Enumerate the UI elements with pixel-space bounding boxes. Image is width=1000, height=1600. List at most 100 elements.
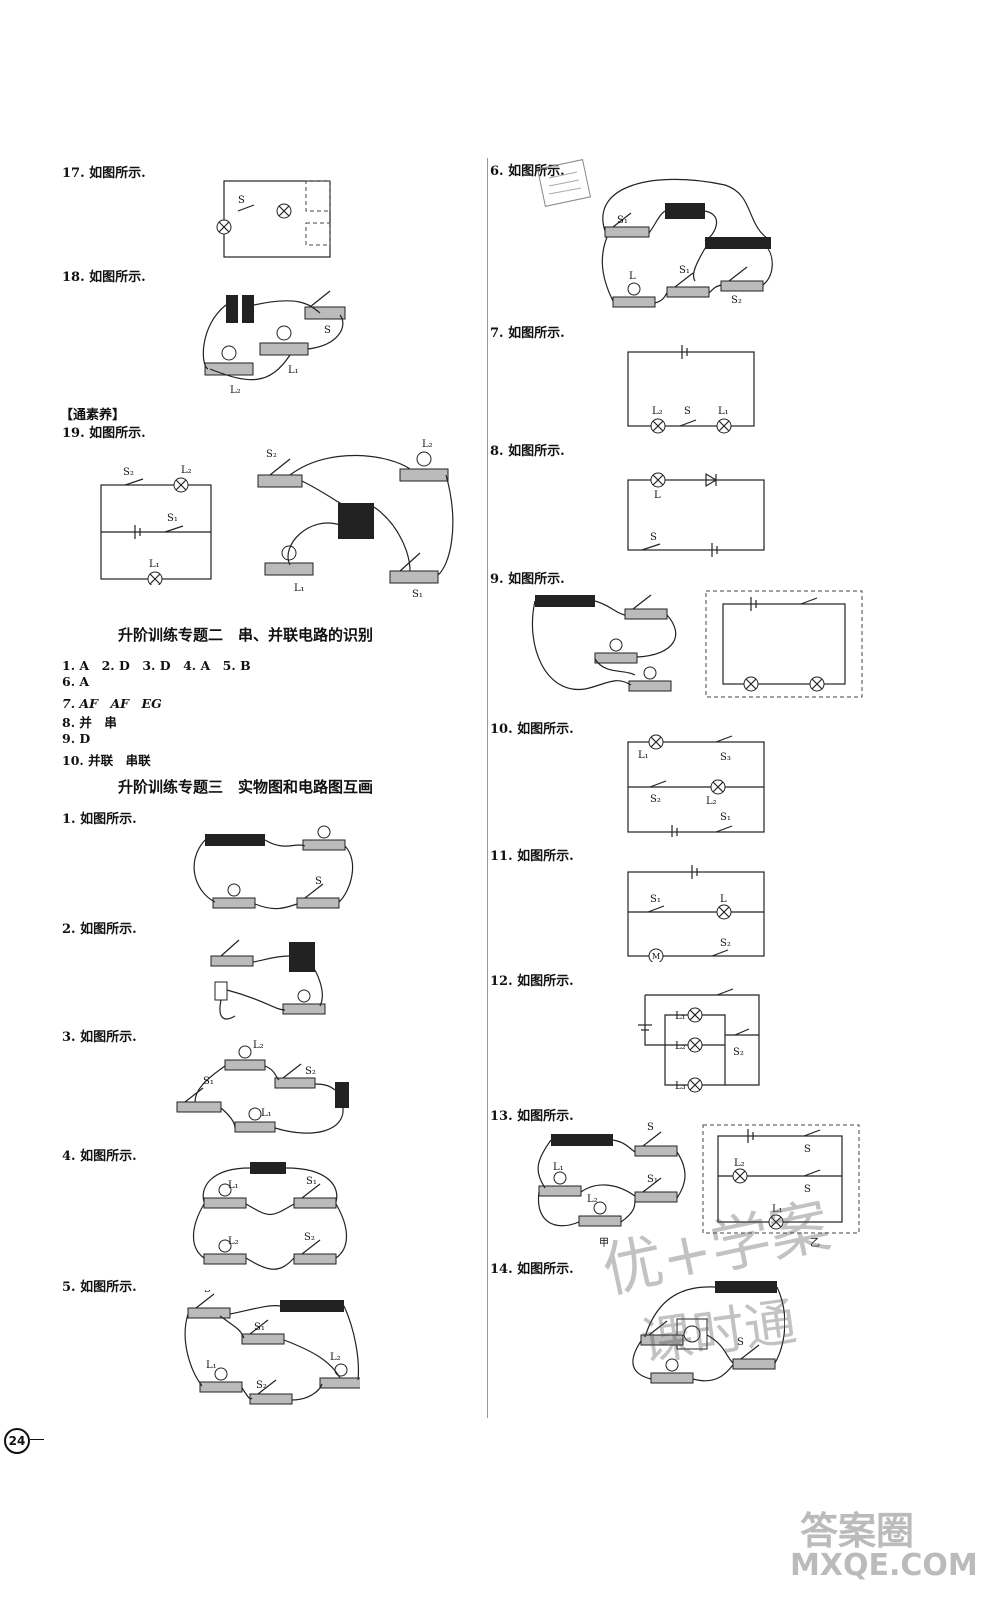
svg-text:L₂: L₂	[587, 1194, 598, 1205]
q11-label: 11. 如图所示.	[490, 849, 574, 864]
svg-text:S₂: S₂	[123, 467, 134, 478]
q5-physical-circuit: S S₁ L₁ L₂ S₂	[184, 1290, 360, 1405]
svg-text:S₁: S₁	[306, 1176, 317, 1187]
svg-text:S₂: S₂	[304, 1232, 315, 1243]
svg-text:S: S	[204, 1290, 211, 1295]
topic2-answer-line: 10. 并联 串联	[62, 753, 151, 768]
q9-circuit-diagram	[705, 590, 863, 698]
q12-circuit-diagram: L₁ L₂ L₃ S₂	[638, 988, 760, 1093]
q11-circuit-diagram: M S₁ L S₂	[627, 865, 765, 962]
svg-text:S: S	[647, 1122, 654, 1133]
stamp-seal	[536, 159, 592, 207]
svg-text:L₂: L₂	[652, 406, 663, 417]
svg-text:S: S	[324, 325, 331, 336]
q9-physical-circuit	[531, 594, 677, 692]
svg-text:S₁: S₁	[647, 1174, 658, 1185]
svg-text:L₂: L₂	[228, 1236, 239, 1247]
svg-text:S: S	[315, 876, 322, 887]
svg-text:S: S	[238, 195, 245, 206]
svg-text:S₂: S₂	[733, 1047, 744, 1058]
svg-text:S: S	[737, 1337, 744, 1348]
svg-text:L₂: L₂	[675, 1041, 686, 1052]
svg-text:S₁: S₁	[617, 215, 628, 226]
svg-text:S₂: S₂	[731, 295, 742, 306]
q9-label: 9. 如图所示.	[490, 572, 565, 587]
svg-text:S₃: S₃	[720, 752, 731, 763]
topic2-title: 升阶训练专题二 串、并联电路的识别	[118, 626, 374, 644]
svg-text:L₁: L₁	[772, 1204, 783, 1215]
page-number-rule	[30, 1439, 44, 1440]
svg-text:L₁: L₁	[288, 365, 299, 376]
q13-circuit-diagram: L₂ S S L₁ 乙	[702, 1124, 860, 1249]
column-divider	[487, 158, 488, 1418]
topic2-answer-line: 6. A	[62, 674, 90, 689]
q10-label: 10. 如图所示.	[490, 722, 574, 737]
svg-text:S₂: S₂	[266, 449, 277, 460]
svg-text:L₂: L₂	[422, 439, 433, 450]
svg-text:S₂: S₂	[256, 1380, 267, 1391]
svg-text:L₂: L₂	[181, 465, 192, 476]
section-tag: 【通素养】	[60, 408, 126, 423]
svg-text:L: L	[654, 490, 661, 501]
svg-text:L₁: L₁	[294, 583, 305, 594]
topic3-title: 升阶训练专题三 实物图和电路图互画	[118, 778, 374, 796]
svg-text:S₁: S₁	[720, 812, 731, 823]
q7-circuit-diagram: L₂ S L₁	[627, 345, 755, 434]
svg-text:M: M	[652, 952, 660, 961]
svg-text:L₂: L₂	[706, 796, 717, 807]
svg-text:L₂: L₂	[230, 385, 241, 396]
svg-text:S: S	[650, 532, 657, 543]
svg-text:S₂: S₂	[720, 938, 731, 949]
watermark-corner: 答案圈	[800, 1509, 915, 1553]
svg-text:L₁: L₁	[206, 1360, 217, 1371]
q19-circuit-diagram: S₂ L₂ S₁ L₁	[100, 465, 212, 585]
q8-label: 8. 如图所示.	[490, 444, 565, 459]
q2-physical-circuit	[210, 939, 326, 1020]
svg-text:S: S	[804, 1184, 811, 1195]
topic2-answer-line: 7. AF AF EG	[62, 696, 162, 711]
svg-text:L₂: L₂	[330, 1352, 341, 1363]
q1-physical-circuit: S	[193, 825, 354, 910]
svg-text:L₃: L₃	[675, 1081, 686, 1092]
svg-text:L₁: L₁	[675, 1011, 686, 1022]
svg-text:甲: 甲	[599, 1238, 609, 1247]
svg-text:L₁: L₁	[718, 406, 729, 417]
topic2-answer-line: 9. D	[62, 731, 91, 746]
svg-text:S₁: S₁	[650, 894, 661, 905]
q17-label: 17. 如图所示.	[62, 166, 146, 181]
svg-text:L₁: L₁	[261, 1108, 272, 1119]
q18-label: 18. 如图所示.	[62, 270, 146, 285]
svg-text:S: S	[684, 406, 691, 417]
svg-text:L₂: L₂	[734, 1158, 745, 1169]
q18-physical-circuit: S L₁ L₂	[202, 290, 346, 396]
q4-physical-circuit: L₁ S₁ L₂ S₂	[193, 1162, 347, 1270]
svg-text:S₁: S₁	[254, 1322, 265, 1333]
svg-text:L₁: L₁	[638, 750, 649, 761]
q4-label: 4. 如图所示.	[62, 1149, 137, 1164]
q2-label: 2. 如图所示.	[62, 922, 137, 937]
q7-label: 7. 如图所示.	[490, 326, 565, 341]
svg-text:S: S	[804, 1144, 811, 1155]
svg-text:L: L	[720, 894, 727, 905]
q8-circuit-diagram: LS	[627, 472, 765, 557]
q14-physical-circuit: S	[632, 1281, 785, 1384]
q17-circuit-diagram: S	[216, 180, 331, 258]
svg-text:S₂: S₂	[650, 794, 661, 805]
svg-text:S₁: S₁	[412, 589, 423, 600]
svg-text:L₂: L₂	[253, 1040, 264, 1051]
q3-label: 3. 如图所示.	[62, 1030, 137, 1045]
q5-label: 5. 如图所示.	[62, 1280, 137, 1295]
q14-label: 14. 如图所示.	[490, 1262, 574, 1277]
svg-text:S₁: S₁	[167, 513, 178, 524]
svg-text:乙: 乙	[810, 1237, 820, 1249]
q19-label: 19. 如图所示.	[62, 426, 146, 441]
svg-text:L₁: L₁	[149, 559, 160, 570]
watermark-corner: MXQE.COM	[790, 1548, 978, 1583]
q1-label: 1. 如图所示.	[62, 812, 137, 827]
svg-text:S₁: S₁	[679, 265, 690, 276]
svg-text:S₁: S₁	[203, 1076, 214, 1087]
svg-text:L₁: L₁	[228, 1180, 239, 1191]
q19-physical-circuit: S₂ L₂ L₁ S₁	[257, 439, 454, 600]
